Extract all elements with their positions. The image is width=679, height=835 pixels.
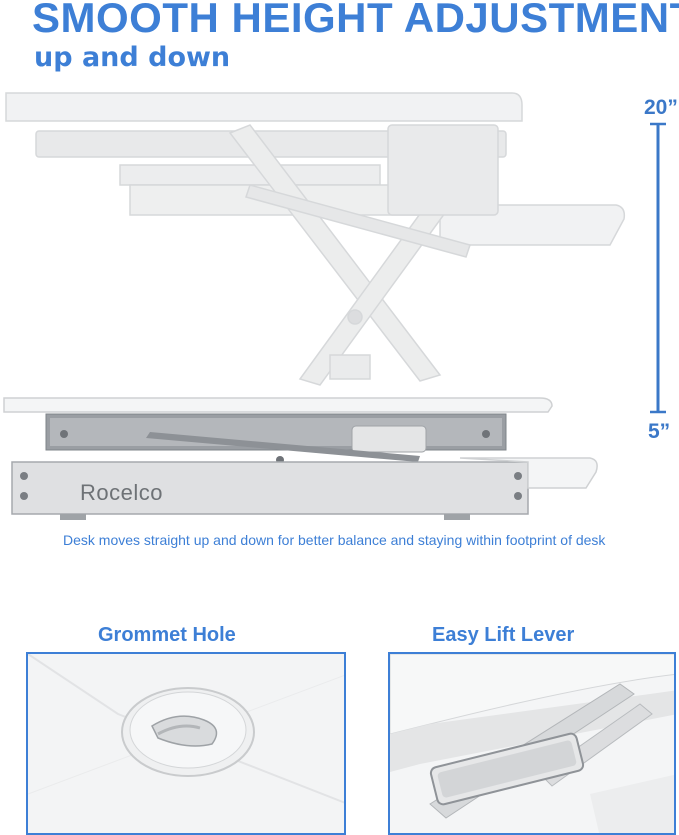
page-subtitle: up and down	[34, 42, 231, 73]
raised-desk-illustration	[5, 92, 626, 386]
feature-title-easy-lift-lever: Easy Lift Lever	[432, 624, 575, 646]
grommet-hole-icon	[28, 654, 344, 833]
easy-lift-lever-panel	[388, 652, 676, 835]
lowered-desk-illustration	[3, 397, 598, 520]
height-scale-line	[650, 122, 666, 414]
brand-logo: Rocelco	[80, 480, 163, 505]
feature-title-grommet-hole: Grommet Hole	[98, 624, 236, 646]
feature-description: Desk moves straight up and down for bett…	[63, 532, 606, 548]
lift-lever-icon	[390, 654, 674, 833]
height-min-label: 5”	[648, 420, 671, 443]
height-max-label: 20”	[644, 96, 678, 119]
page-title: SMOOTH HEIGHT ADJUSTMENT	[32, 0, 679, 41]
grommet-hole-panel	[26, 652, 346, 835]
